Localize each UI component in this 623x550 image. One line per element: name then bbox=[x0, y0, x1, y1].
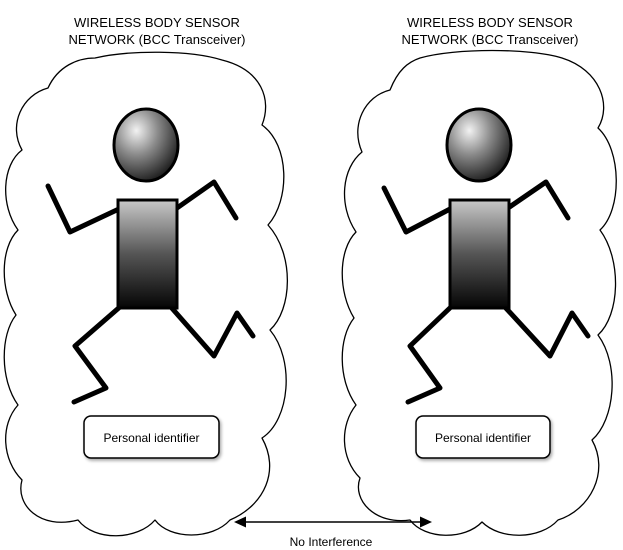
left-personal-identifier-box: Personal identifier bbox=[83, 415, 220, 459]
right-network-title-line1: WIRELESS BODY SENSOR bbox=[407, 15, 573, 30]
left-person-left-leg bbox=[71, 303, 124, 405]
left-person-right-arm bbox=[174, 179, 239, 221]
right-person-head bbox=[445, 107, 513, 183]
no-interference-label: No Interference bbox=[290, 535, 373, 549]
right-person-right-arm bbox=[505, 179, 571, 221]
right-person-figure bbox=[381, 107, 591, 405]
right-personal-identifier-label: Personal identifier bbox=[435, 431, 531, 445]
left-network-title-line2: NETWORK (BCC Transceiver) bbox=[69, 32, 246, 47]
left-network-title-line1: WIRELESS BODY SENSOR bbox=[74, 15, 240, 30]
left-person-torso bbox=[116, 198, 179, 310]
arrowhead-left-icon bbox=[234, 516, 246, 528]
left-body-sensor-network: WIRELESS BODY SENSOR NETWORK (BCC Transc… bbox=[3, 15, 289, 537]
right-person-left-leg bbox=[405, 303, 455, 405]
left-personal-identifier-label: Personal identifier bbox=[103, 431, 199, 445]
arrowhead-right-icon bbox=[420, 516, 432, 528]
left-person-left-arm bbox=[45, 183, 124, 235]
right-person-torso bbox=[448, 198, 511, 310]
left-person-figure bbox=[45, 107, 256, 405]
right-body-sensor-network: WIRELESS BODY SENSOR NETWORK (BCC Transc… bbox=[341, 15, 617, 536]
right-person-right-leg bbox=[501, 303, 591, 359]
left-person-head bbox=[112, 107, 180, 183]
right-person-left-arm bbox=[381, 185, 455, 235]
left-person-right-leg bbox=[167, 303, 256, 359]
right-personal-identifier-box: Personal identifier bbox=[415, 415, 551, 459]
right-network-title-line2: NETWORK (BCC Transceiver) bbox=[402, 32, 579, 47]
no-interference-connector: No Interference bbox=[234, 516, 432, 549]
